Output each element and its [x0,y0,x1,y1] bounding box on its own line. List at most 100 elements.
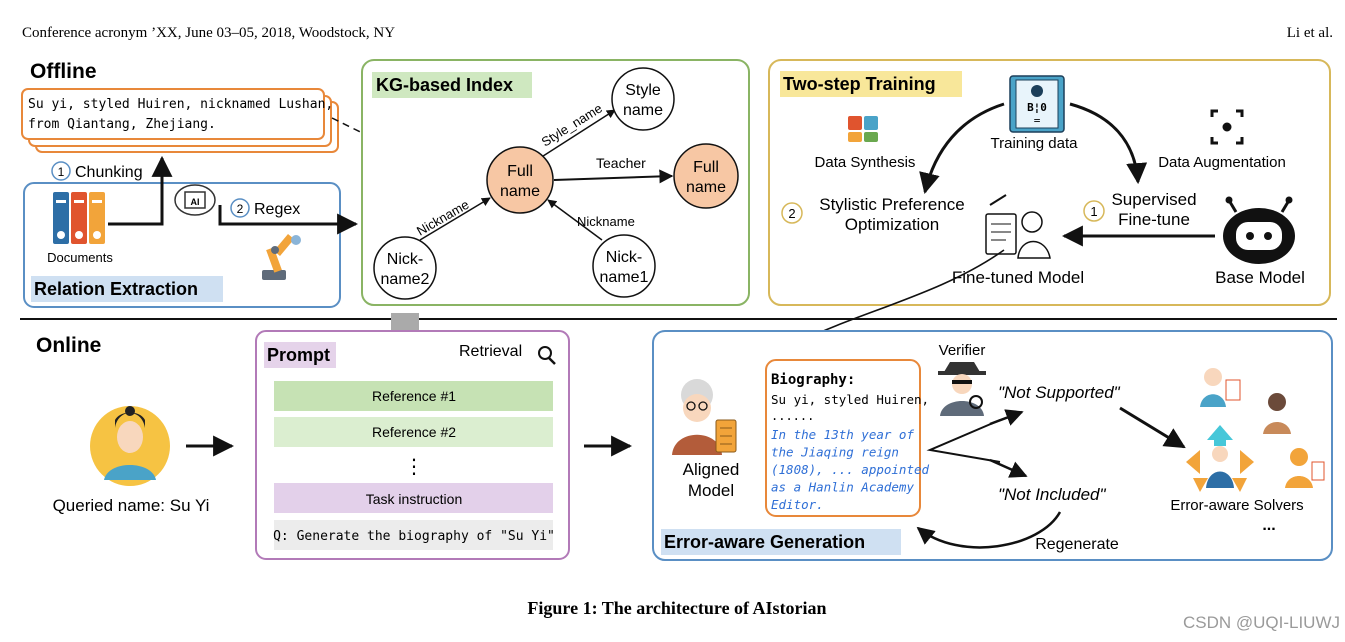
prompt-title-bg [264,342,336,368]
csdn-watermark: CSDN @UQI-LIUWJ [1183,613,1340,632]
ai-chip-icon: AI [174,184,216,216]
step1-sft-number: 1 [1090,204,1097,219]
node-style-name-l1: Style [625,82,661,99]
header-authors: Li et al. [1287,25,1333,41]
error-aware-solvers-icon [1186,368,1325,492]
error-aware-generation-title: Error-aware Generation [664,532,865,552]
retrieval-label: Retrieval [459,343,522,360]
two-step-training-title-bg [780,71,962,97]
error-aware-generation-title-bg [661,529,901,555]
aligned-model-icon [672,379,737,455]
aligned-model-label-l2: Model [688,481,734,500]
svg-text:AI: AI [191,197,200,207]
biography-italic-line: as a Hanlin Academy [771,480,914,495]
documents-label: Documents [47,250,113,265]
offline-title: Offline [30,60,97,83]
spo-label-l2: Optimization [845,215,939,234]
arrow-regenerate [916,511,1062,549]
queried-name-label: Queried name: Su Yi [53,496,210,515]
node-style-name [611,67,675,131]
biography-italic-line: Editor. [771,497,824,512]
error-aware-generation-box [652,330,1333,561]
training-data-icon: B¦0 = [1009,75,1065,133]
verifier-label: Verifier [939,342,986,359]
fine-tuned-model-label: Fine-tuned Model [952,268,1084,287]
reference-2-block [274,417,553,447]
task-instruction-label: Task instruction [366,491,462,507]
arrow-to-solvers [1119,406,1186,449]
step1-chunking-badge [51,161,71,181]
regenerate-label: Regenerate [1035,536,1119,553]
verifier-detective-icon [938,362,986,416]
node-nickname2 [373,236,437,300]
base-model-icon [1223,196,1295,264]
regex-arrow [218,205,359,235]
spo-label-l1: Stylistic Preference [819,195,965,214]
edge-label-nickname-right: Nickname [577,214,635,229]
step1-chunking-label: Chunking [75,164,143,181]
data-augmentation-icon [1210,109,1244,145]
biography-heading: Biography: [771,372,855,388]
reference-1-block [274,381,553,411]
svg-text:B¦0: B¦0 [1027,101,1047,114]
question-label: Q: Generate the biography of "Su Yi" [273,529,555,544]
biography-card [765,359,921,517]
reference-2-label: Reference #2 [372,424,456,440]
node-full-name-teacher-l1: Full [693,159,719,176]
biography-line1: Su yi, styled Huiren, [771,392,929,407]
edge-nick1-fullname [547,199,603,241]
node-full-name-center [486,146,554,214]
fine-tuned-model-icon [985,194,1051,259]
node-full-name-teacher [673,143,739,209]
svg-text:=: = [1034,114,1041,127]
magnifier-icon [538,346,556,365]
node-full-name-center-l1: Full [507,163,533,180]
online-title: Online [36,334,101,357]
sft-label-l1: Supervised [1111,190,1196,209]
header-venue: Conference acronym ’XX, June 03–05, 2018… [22,25,395,41]
figure-caption: Figure 1: The architecture of AIstorian [527,598,826,618]
biography-italic-line: the Jiaqing reign [771,445,899,460]
step2-spo-number: 2 [788,206,795,221]
step2-regex-label: Regex [254,201,300,218]
step1-sft-badge [1083,200,1105,222]
prompt-title: Prompt [267,345,330,365]
data-synthesis-label: Data Synthesis [815,154,916,171]
error-aware-solvers-label: Error-aware Solvers [1170,497,1303,514]
node-nickname1 [592,234,656,298]
step1-chunking-number: 1 [58,165,65,179]
reference-ellipsis: ⋮ [404,454,424,478]
chunking-arrow [108,155,173,226]
kg-index-title-bg [372,72,532,98]
step2-regex-badge [230,198,250,218]
arrow-training-to-spo [919,102,1005,195]
reference-1-label: Reference #1 [372,388,456,404]
edge-label-teacher: Teacher [596,155,646,171]
arrow-training-to-sft [1069,102,1148,185]
two-step-training-box [768,59,1331,306]
node-nickname2-l2: name2 [381,271,430,288]
robot-arm-icon [262,234,301,280]
kg-index-title: KG-based Index [376,75,513,95]
node-nickname1-l1: Nick- [606,249,642,266]
relation-extraction-label: Relation Extraction [34,279,198,299]
sft-label-l2: Fine-tune [1118,210,1190,229]
documents-icon [53,192,105,244]
biography-italic-line: (1808), ... appointed [771,462,930,477]
question-block [274,520,553,550]
step2-spo-badge [781,202,803,224]
edge-nick2-fullname [419,197,491,241]
user-avatar-icon [90,406,170,486]
error-aware-solvers-more: ... [1262,517,1275,534]
step2-regex-number: 2 [237,202,244,216]
arrow-to-not-supported [989,409,1024,426]
relation-extraction-label-bg [31,276,223,302]
base-model-label: Base Model [1215,268,1305,287]
source-chunk-stack [21,88,339,153]
verifier-branch-lines [926,419,1001,463]
data-augmentation-label: Data Augmentation [1158,154,1286,171]
source-text-line2: from Qiantang, Zhejiang. [28,117,216,132]
node-full-name-teacher-l2: name [686,179,726,196]
source-text-line1: Su yi, styled Huiren, nicknamed Lushan, [28,97,333,112]
